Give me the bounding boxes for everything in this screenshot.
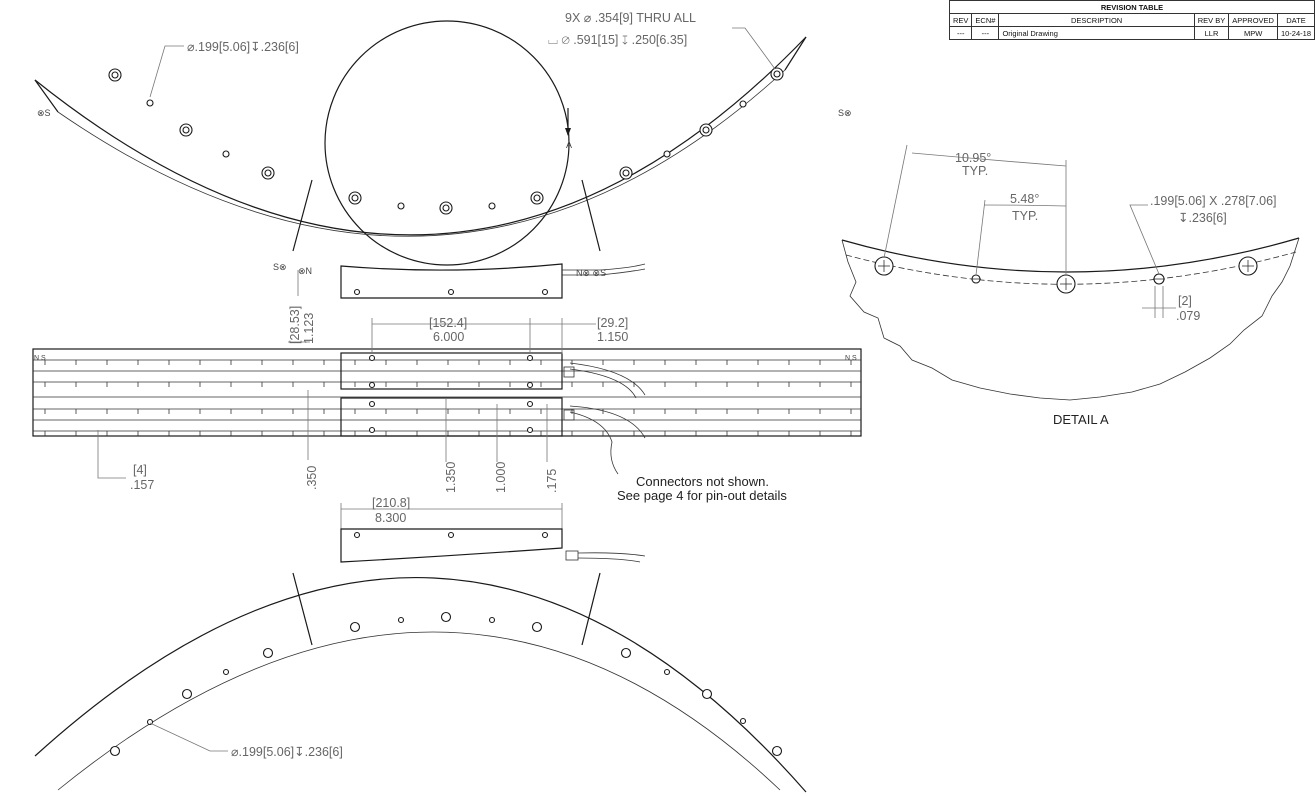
date-cell: 10-24-18 [1276, 26, 1315, 40]
thru-callout-line2: ⌴ ⌀ .591[15] ↧ .250[6.35] [548, 33, 687, 47]
dim-29-2: [29.2] [597, 316, 628, 330]
segment-line [581, 179, 601, 252]
side-dimensions: [152.4] 6.000 [29.2] 1.150 [28.53] 1.123… [97, 270, 628, 493]
detail-arc-top [841, 237, 1300, 273]
detail-a-label: DETAIL A [1053, 412, 1109, 427]
view-marker-a: A [566, 140, 572, 150]
pole-mark-s-right: S⊗ [838, 108, 852, 118]
pole-mark-s: S⊗ [273, 262, 287, 272]
dim-1-350: 1.350 [444, 462, 458, 493]
connectors-note-line2: See page 4 for pin-out details [617, 488, 787, 503]
dim-28-53: [28.53] [288, 306, 302, 344]
arc-outer-edge [34, 36, 807, 236]
gap-mm: [2] [1178, 294, 1192, 308]
rev-cell: --- [948, 26, 973, 40]
angle-10-95: 10.95° [955, 151, 991, 165]
angle-10-95-typ: TYP. [962, 164, 988, 178]
mounting-holes [108, 67, 784, 215]
magnet-bar-upper [340, 352, 563, 390]
magnet-bar-top: S⊗ ⊗N N⊗ ⊗S [273, 262, 646, 299]
connectors-note-line1: Connectors not shown. [636, 474, 769, 489]
magnet-bar-bottom [340, 528, 563, 563]
wheel-circle [324, 20, 570, 266]
dim-4-mm: [4] [133, 463, 147, 477]
pole-stack-left: N S [34, 355, 46, 362]
top-arc-view: A ⊗S S⊗ ⌀.199[5.06]↧.236[6] 9X ⌀ .354[9]… [34, 11, 852, 266]
dim-0-350: .350 [305, 466, 319, 490]
bottom-hole-callout: ⌀.199[5.06]↧.236[6] [231, 745, 343, 759]
gap-in: .079 [1176, 309, 1200, 323]
pole-stack-right: N S [845, 355, 857, 362]
dim-1-000: 1.000 [494, 462, 508, 493]
magnet-bar-lower [340, 397, 563, 437]
dim-6-000: 6.000 [433, 330, 464, 344]
segment-line [292, 179, 313, 252]
dim-8-300: 8.300 [375, 511, 406, 525]
detail-a-view: 10.95° TYP. 5.48° TYP. .199[5.06] X .278… [841, 144, 1300, 427]
angle-5-48: 5.48° [1010, 192, 1039, 206]
detail-break-edge [841, 237, 1300, 401]
dim-152-4: [152.4] [429, 316, 467, 330]
dim-1-150: 1.150 [597, 330, 628, 344]
dim-1-123: 1.123 [302, 313, 316, 344]
pole-mark-ns: N⊗ ⊗S [576, 268, 606, 278]
arc-inner-edge [57, 69, 786, 237]
pole-mark-n: ⊗N [298, 266, 312, 276]
description-cell: Original Drawing [998, 26, 1195, 40]
rev-by-cell: LLR [1193, 26, 1230, 40]
bottom-arc-inner [57, 631, 781, 791]
revision-table: REVISION TABLE REV ECN# DESCRIPTION REV … [948, 0, 1315, 40]
slot-callout-line1: .199[5.06] X .278[7.06] [1150, 194, 1277, 208]
side-view: N S N S [32, 348, 862, 475]
bottom-arc-view: [210.8] 8.300 ⌀.199[5.06]↧.236[6] [34, 496, 807, 793]
angle-5-48-typ: TYP. [1012, 209, 1038, 223]
top-hole-callout: ⌀.199[5.06]↧.236[6] [187, 40, 299, 54]
thru-callout-line1: 9X ⌀ .354[9] THRU ALL [565, 11, 696, 25]
dim-0-157: .157 [130, 478, 154, 492]
table-row: --- --- Original Drawing LLR MPW 10-24-1… [948, 26, 1315, 40]
slot-callout-line2: ↧.236[6] [1178, 211, 1227, 225]
bottom-arc-outer [34, 577, 807, 793]
dim-0-175: .175 [545, 469, 559, 493]
dim-210-8: [210.8] [372, 496, 410, 510]
pole-mark-s-left: ⊗S [37, 108, 51, 118]
